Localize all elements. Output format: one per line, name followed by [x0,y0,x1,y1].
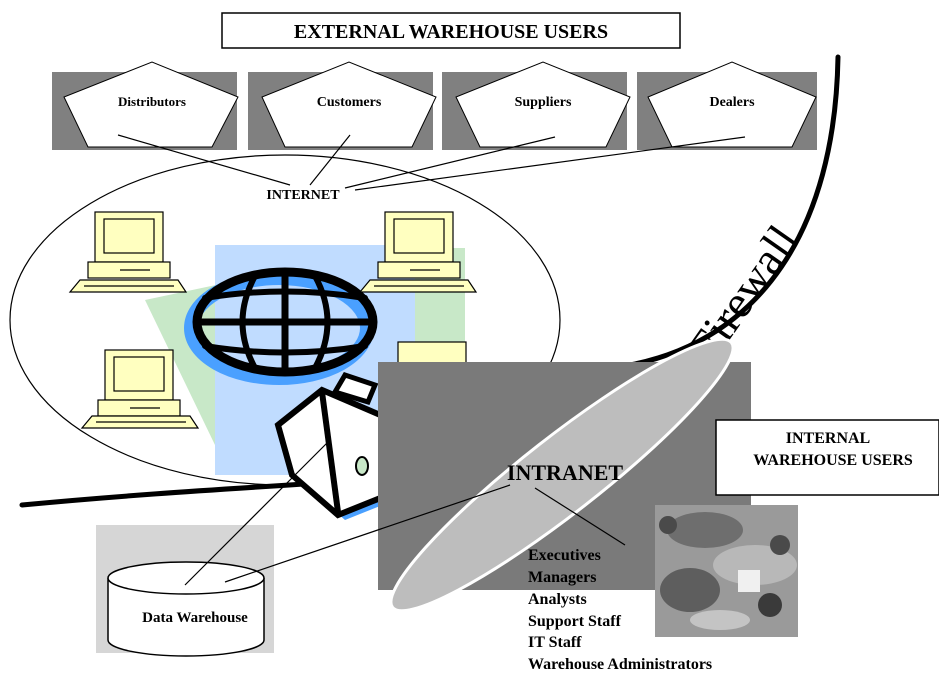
data-warehouse-label: Data Warehouse [142,610,248,626]
suppliers-label: Suppliers [515,95,572,110]
globe-icon [184,267,378,385]
internal-user-executives: Executives [528,547,601,564]
internal-user-managers: Managers [528,569,596,586]
firewall-curve-upper [627,54,841,368]
external-user-customers: Customers [248,61,437,150]
internal-title-line2: WAREHOUSE USERS [753,452,913,469]
internal-user-analysts: Analysts [528,591,587,608]
internal-user-it-staff: IT Staff [528,634,582,651]
internal-title-line1: INTERNAL [786,430,870,447]
data-warehouse-cylinder: Data Warehouse [96,525,274,657]
computer-icon-bottom-left [80,349,200,429]
briefcase-icon [274,371,400,520]
intranet-label: INTRANET [507,460,623,485]
computer-icon-top-left [68,211,188,293]
internal-user-support-staff: Support Staff [528,613,622,630]
warehouse-connectors [184,439,626,586]
computer-icon-top-right [358,211,478,293]
distributors-label: Distributors [118,94,186,109]
external-user-dealers: Dealers [637,61,817,150]
customers-label: Customers [317,95,382,110]
internet-label: INTERNET [266,188,340,203]
internal-users-list: Executives Managers Analysts Support Sta… [528,547,712,673]
intranet-ellipse [389,337,735,613]
external-title: EXTERNAL WAREHOUSE USERS [294,21,608,43]
internet-connectors [117,134,746,191]
external-user-distributors: Distributors [52,61,239,150]
internal-user-warehouse-administrators: Warehouse Administrators [528,656,712,673]
internal-title-box: INTERNAL WAREHOUSE USERS [715,419,939,496]
dealers-label: Dealers [709,95,755,110]
external-title-box: EXTERNAL WAREHOUSE USERS [221,12,681,49]
external-user-suppliers: Suppliers [442,61,631,150]
business-people-image [655,505,798,637]
